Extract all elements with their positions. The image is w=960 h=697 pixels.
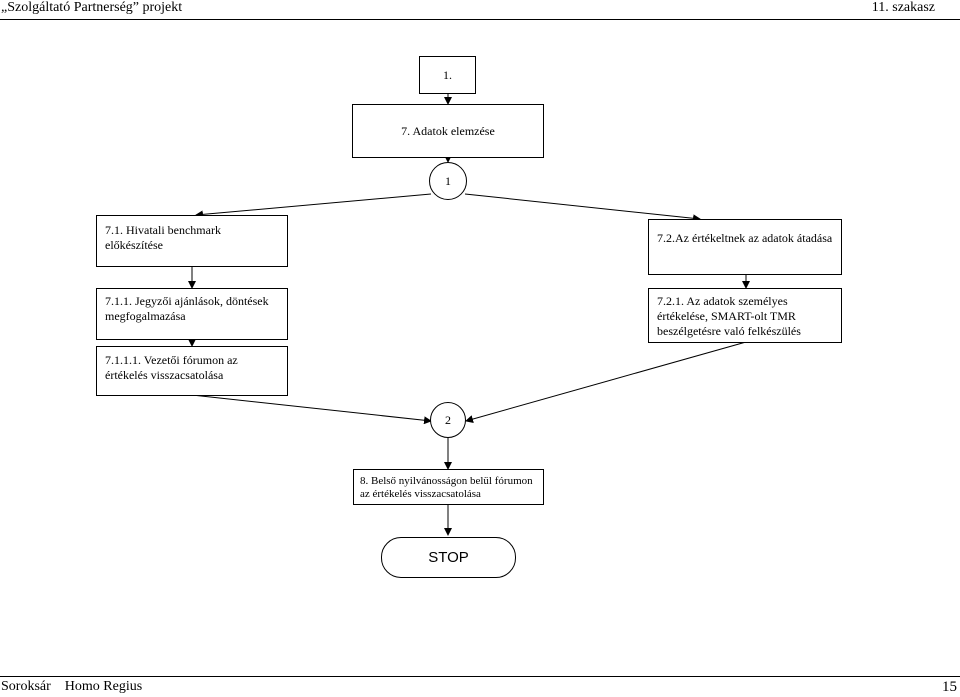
step-7-2-label: 7.2.Az értékeltnek az adatok átadása: [657, 231, 833, 245]
step-7-2-1-box: 7.2.1. Az adatok személyes értékelése, S…: [648, 288, 842, 343]
step-7-1-1-1-label: 7.1.1.1. Vezetői fórumon az értékelés vi…: [105, 353, 238, 382]
footer-page-number: 15: [942, 679, 957, 695]
step-7-2-box: 7.2.Az értékeltnek az adatok átadása: [648, 219, 842, 275]
start-connector-box: 1.: [419, 56, 476, 94]
step-7-1-1-1-box: 7.1.1.1. Vezetői fórumon az értékelés vi…: [96, 346, 288, 396]
footer-divider: [0, 676, 960, 677]
connector-1-label: 1: [445, 173, 451, 188]
footer-author: Soroksár Homo Regius: [1, 679, 143, 694]
header-divider: [0, 19, 960, 20]
header-section: 11. szakasz: [871, 0, 935, 15]
step-7-2-1-label: 7.2.1. Az adatok személyes értékelése, S…: [657, 294, 801, 338]
step-7-1-1-label: 7.1.1. Jegyzői ajánlások, döntések megfo…: [105, 294, 269, 323]
connector-2-label: 2: [445, 412, 451, 427]
step-7-1-label: 7.1. Hivatali benchmark előkészítése: [105, 223, 221, 252]
step-8-box: 8. Belső nyilvánosságon belül fórumon az…: [353, 469, 544, 505]
page-header: „Szolgáltató Partnerség” projekt 11. sza…: [0, 0, 960, 20]
step-7-1-box: 7.1. Hivatali benchmark előkészítése: [96, 215, 288, 267]
step-7-1-1-box: 7.1.1. Jegyzői ajánlások, döntések megfo…: [96, 288, 288, 340]
stop-terminal: STOP: [381, 537, 516, 578]
arrow-7-2-1-to-c2: [465, 341, 747, 423]
connector-2: 2: [430, 402, 466, 438]
header-project-title: „Szolgáltató Partnerség” projekt: [1, 0, 183, 15]
connector-1: 1: [429, 162, 467, 200]
step-7-box: 7. Adatok elemzése: [352, 104, 544, 158]
step-8-label: 8. Belső nyilvánosságon belül fórumon az…: [360, 475, 533, 500]
arrow-c1-to-7-2: [464, 193, 701, 223]
arrow-c1-to-7-1: [195, 193, 432, 219]
stop-label: STOP: [428, 549, 469, 566]
start-connector-label: 1.: [443, 67, 452, 82]
step-7-label: 7. Adatok elemzése: [401, 123, 495, 138]
arrow-7-1-1-1-to-c2: [191, 394, 432, 425]
